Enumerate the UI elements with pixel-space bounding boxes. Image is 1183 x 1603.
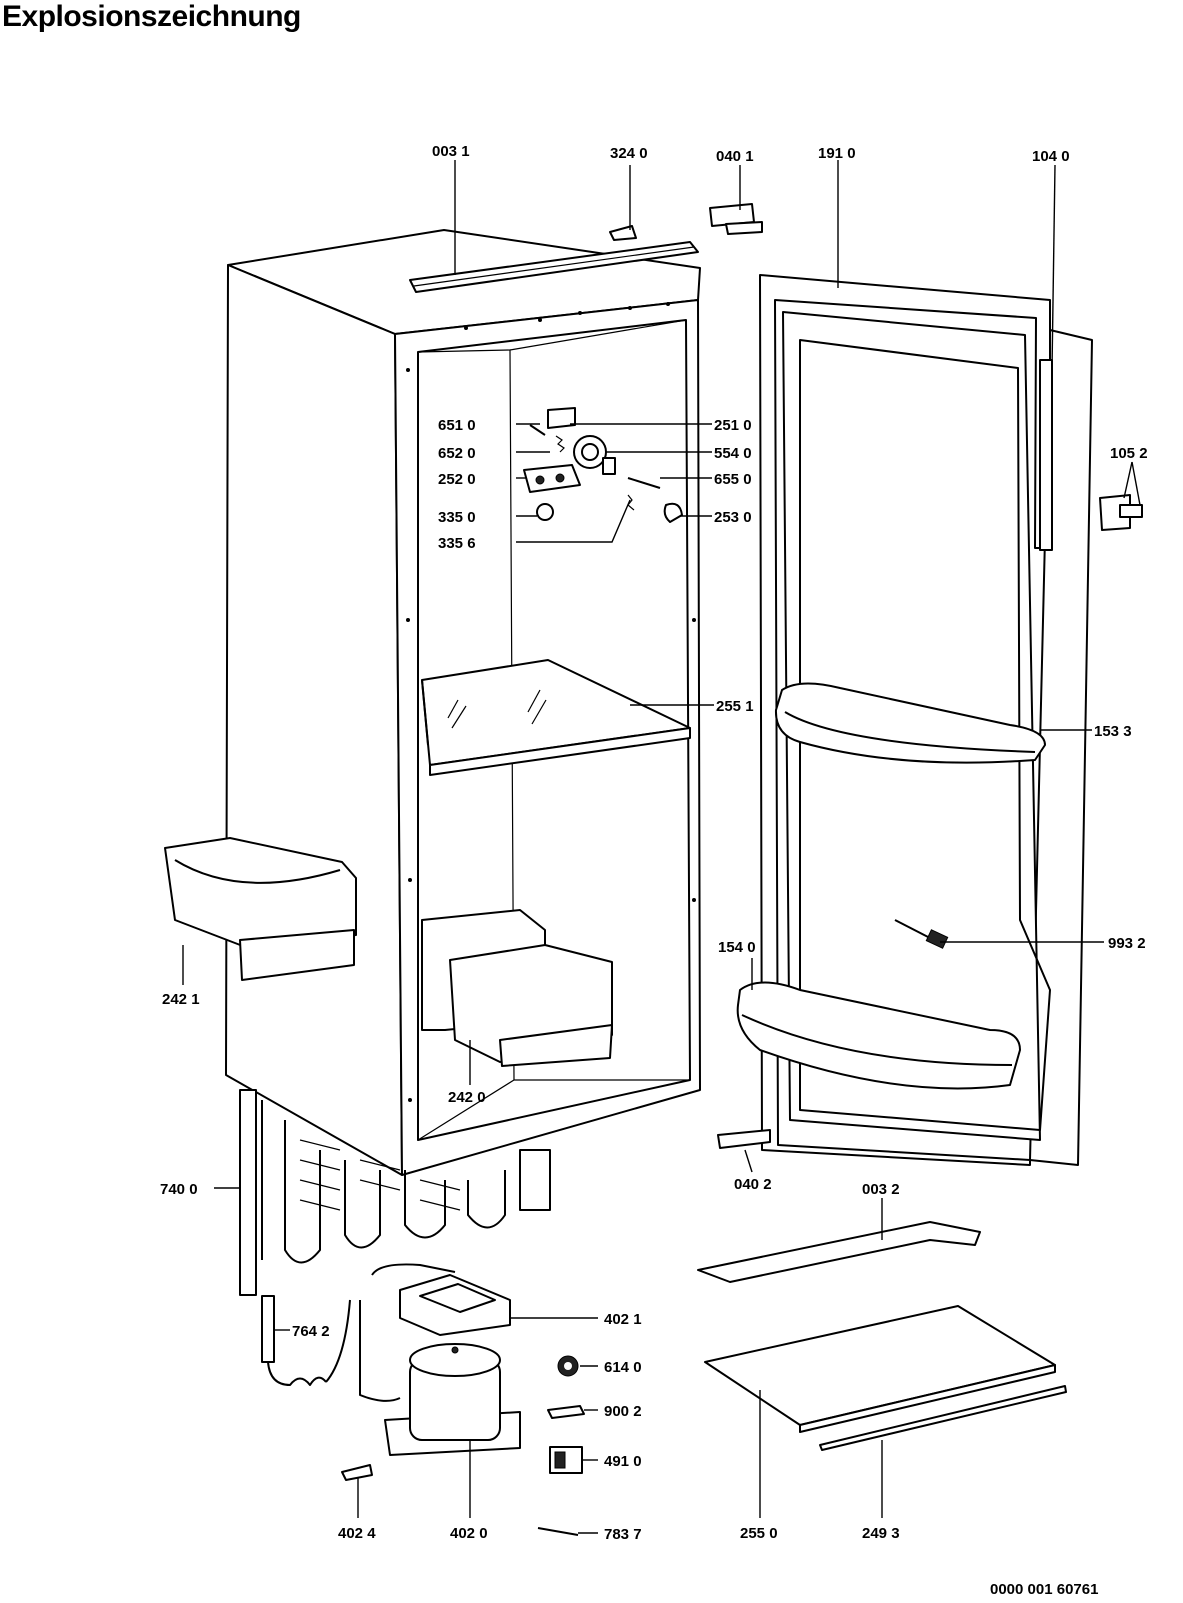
label-0401: 040 1 xyxy=(716,148,754,165)
part-labels: 003 1 324 0 040 1 191 0 104 0 651 0 652 … xyxy=(160,143,1148,1598)
label-2493: 249 3 xyxy=(862,1525,900,1542)
label-6510: 651 0 xyxy=(438,417,476,434)
part-bottom-hinge xyxy=(717,1129,771,1149)
part-relay-614 xyxy=(557,1355,579,1377)
label-1910: 191 0 xyxy=(818,145,856,162)
drawing-number: 0000 001 60761 xyxy=(990,1581,1098,1598)
part-glass-shelf xyxy=(421,659,691,776)
part-compressor-tray xyxy=(359,1263,511,1402)
part-clip-9002 xyxy=(547,1405,585,1419)
label-3240: 324 0 xyxy=(610,145,648,162)
label-9932: 993 2 xyxy=(1108,935,1146,952)
label-1540: 154 0 xyxy=(718,939,756,956)
part-side-hinge xyxy=(1099,494,1143,531)
label-5540: 554 0 xyxy=(714,445,752,462)
label-9002: 900 2 xyxy=(604,1403,642,1420)
part-cover-4910 xyxy=(549,1446,583,1474)
label-2510: 251 0 xyxy=(714,417,752,434)
label-2550: 255 0 xyxy=(740,1525,778,1542)
label-2530: 253 0 xyxy=(714,509,752,526)
part-condenser xyxy=(239,1089,551,1296)
label-2420: 242 0 xyxy=(448,1089,486,1106)
label-4020: 402 0 xyxy=(450,1525,488,1542)
label-7642: 764 2 xyxy=(292,1323,330,1340)
label-0402: 040 2 xyxy=(734,1176,772,1193)
label-4021: 402 1 xyxy=(604,1311,642,1328)
label-2520: 252 0 xyxy=(438,471,476,488)
part-door-small-part xyxy=(894,919,949,949)
part-drier xyxy=(261,1295,351,1386)
part-upper-door-bin xyxy=(774,682,1046,764)
part-thermostat-cluster xyxy=(523,407,683,523)
label-1040: 104 0 xyxy=(1032,148,1070,165)
part-lower-door-bin xyxy=(736,981,1021,1090)
page-title: Explosionszeichnung xyxy=(2,0,301,33)
label-7837: 783 7 xyxy=(604,1526,642,1543)
part-compressor xyxy=(384,1343,521,1456)
label-2551: 255 1 xyxy=(716,698,754,715)
part-bottom-rail xyxy=(697,1221,981,1283)
label-7400: 740 0 xyxy=(160,1181,198,1198)
label-6550: 655 0 xyxy=(714,471,752,488)
label-1533: 153 3 xyxy=(1094,723,1132,740)
label-2421: 242 1 xyxy=(162,991,200,1008)
part-top-hinge xyxy=(709,203,763,235)
label-3350: 335 0 xyxy=(438,509,476,526)
part-bracket-4024 xyxy=(341,1464,373,1481)
label-6140: 614 0 xyxy=(604,1359,642,1376)
label-0032: 003 2 xyxy=(862,1181,900,1198)
label-4910: 491 0 xyxy=(604,1453,642,1470)
part-crisper-bins xyxy=(421,909,613,1067)
part-glass-plate xyxy=(704,1305,1056,1433)
label-1052: 105 2 xyxy=(1110,445,1148,462)
part-top-rail xyxy=(409,241,699,293)
part-clip xyxy=(609,225,637,241)
part-strip xyxy=(819,1385,1067,1451)
part-loose-bin xyxy=(164,837,357,981)
label-6520: 652 0 xyxy=(438,445,476,462)
label-4024: 402 4 xyxy=(338,1525,376,1542)
leader-lines xyxy=(182,160,1141,1534)
label-0031: 003 1 xyxy=(432,143,470,160)
label-3356: 335 6 xyxy=(438,535,476,552)
part-pin-7837 xyxy=(537,1527,579,1536)
